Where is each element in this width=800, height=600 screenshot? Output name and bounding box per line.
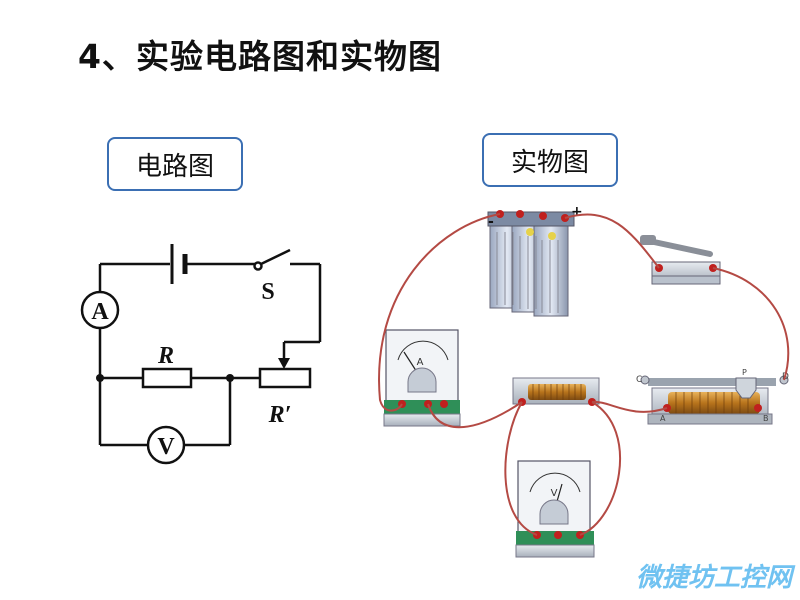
switch-blade — [260, 248, 291, 266]
physical-diagram-label: 实物图 — [482, 133, 618, 187]
watermark-logo: 微捷坊工控网 — [635, 563, 792, 593]
physical-diagram-label-text: 实物图 — [510, 147, 589, 178]
rheostat-symbol — [258, 367, 312, 389]
resistor-coil — [512, 377, 600, 406]
battery-negative-label: - — [488, 214, 494, 230]
rheostat-label: R′ — [268, 402, 292, 428]
resistor-label: R — [157, 343, 174, 369]
rheostat-terminal-a: A — [660, 414, 666, 423]
switch-pivot — [253, 261, 263, 271]
switch-label: S — [261, 279, 274, 305]
rheostat-terminal-c: C — [636, 375, 642, 385]
rheostat-terminal-b: B — [763, 414, 769, 423]
wire-resistor-voltmeter-right — [579, 401, 622, 536]
ammeter-symbol — [80, 290, 120, 330]
voltmeter-symbol — [146, 425, 186, 465]
wire-battery-switch — [564, 213, 660, 269]
junction-right — [226, 374, 234, 382]
circuit-diagram-label: 电路图 — [107, 137, 243, 191]
rheostat-slider-p: P — [742, 368, 747, 377]
slider-arrow-head — [278, 358, 290, 369]
circuit-diagram-label-text: 电路图 — [135, 151, 214, 182]
voltmeter-device — [515, 460, 595, 558]
voltmeter-device-letter: V — [551, 488, 558, 499]
battery-pack — [487, 210, 575, 317]
page-title: 4、实验电路图和实物图 — [78, 37, 442, 76]
ammeter-device — [383, 329, 461, 427]
voltmeter-letter: V — [157, 434, 175, 460]
battery-positive-label: + — [571, 204, 583, 220]
wire-ammeter-resistor — [427, 401, 523, 429]
wire-switch-rheostat — [712, 267, 790, 381]
junction-left — [96, 374, 104, 382]
apparatus-wires — [378, 213, 790, 536]
ammeter-letter: A — [91, 299, 109, 325]
wire-resistor-voltmeter-left — [504, 401, 538, 536]
ammeter-device-letter: A — [417, 357, 424, 368]
knife-switch — [640, 235, 721, 285]
wire-resistor-rheostat — [591, 400, 668, 413]
wire-battery-ammeter — [378, 213, 501, 412]
